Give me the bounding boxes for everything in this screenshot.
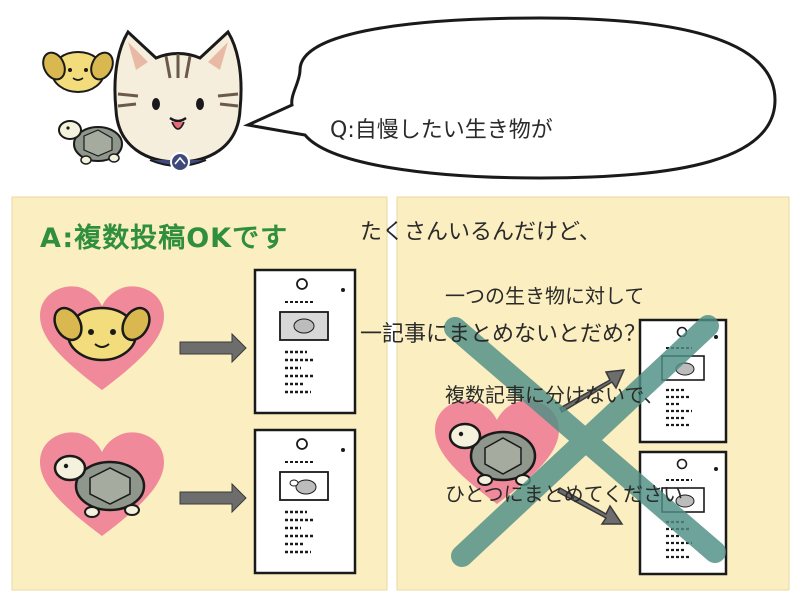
speech-bubble <box>242 16 777 180</box>
small-turtle-icon <box>58 120 123 165</box>
instruction-line-2: 複数記事に分けないで、 <box>445 383 664 407</box>
heart-turtle-icon <box>435 400 559 504</box>
question-line-2: たくさんいるんだけど、 <box>360 220 601 245</box>
cat-icon <box>113 29 243 172</box>
instruction-line-1: 一つの生き物に対して <box>445 284 645 308</box>
arrow-down-right-icon <box>557 486 624 525</box>
document-icon <box>253 268 357 415</box>
cross-mark-icon <box>444 315 726 567</box>
question-line-3: 一記事にまとめないとだめ？ <box>360 322 647 347</box>
arrow-right-icon <box>179 332 247 364</box>
answer-title: A:複数投稿OKです <box>40 223 289 254</box>
arrow-up-right-icon <box>559 369 626 414</box>
small-dog-icon <box>42 51 114 93</box>
document-icon <box>253 428 357 575</box>
question-line-1: Q:自慢したい生き物が <box>330 118 553 143</box>
question-text: Q:自慢したい生き物が たくさんいるんだけど、 一記事にまとめないとだめ？ <box>330 46 646 386</box>
instruction-line-3: ひとつにまとめてください <box>445 482 683 506</box>
instruction-text: 一つの生き物に対して 複数記事に分けないで、 ひとつにまとめてください <box>445 214 683 544</box>
heart-turtle-icon <box>40 432 164 536</box>
heart-dog-icon <box>40 286 164 390</box>
arrow-right-icon <box>179 482 247 514</box>
